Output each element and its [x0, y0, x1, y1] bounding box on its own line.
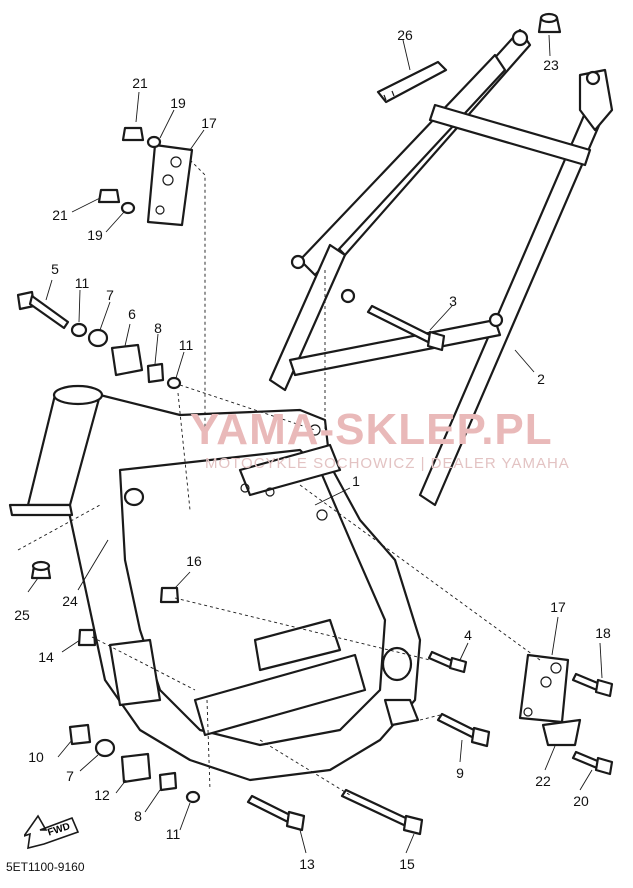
alignment-lines — [17, 159, 541, 796]
callout-11-mid: 11 — [179, 337, 194, 353]
nut-part-21-b — [97, 188, 121, 204]
nut-part-10 — [68, 723, 92, 746]
bolt-part-15 — [340, 788, 424, 836]
watermark: YAMA-SKLEP.PL — [190, 405, 553, 454]
plug-part-25 — [30, 560, 52, 580]
callout-8-top: 8 — [154, 320, 162, 336]
rear-frame-part-2 — [268, 28, 614, 507]
watermark-subtitle: MOTOCYKLE SOCHOWICZ | DEALER YAMAHA — [205, 455, 570, 472]
callout-6: 6 — [128, 306, 136, 322]
washer-part-11-b — [166, 376, 182, 390]
callout-7-bottom: 7 — [66, 768, 74, 784]
callout-4: 4 — [464, 627, 472, 643]
callout-9: 9 — [456, 765, 464, 781]
callout-26: 26 — [397, 27, 413, 43]
callout-11-top: 11 — [75, 275, 90, 291]
callout-8-bottom: 8 — [134, 808, 142, 824]
steering-head-tube — [8, 384, 104, 517]
clip-part-22 — [541, 718, 582, 747]
washer-part-11-c — [185, 790, 201, 804]
callout-22: 22 — [535, 773, 551, 789]
bolt-part-4 — [427, 650, 468, 674]
callout-2: 2 — [537, 371, 545, 387]
bracket-part-26 — [376, 60, 448, 104]
callout-5: 5 — [51, 261, 59, 277]
nut-part-16 — [159, 586, 180, 604]
callout-1: 1 — [352, 473, 360, 489]
callout-17-top: 17 — [201, 115, 217, 131]
fwd-arrow-icon: FWD — [21, 814, 80, 850]
engine-bracket-part-17-top — [146, 143, 194, 227]
collar-part-8-b — [158, 771, 178, 792]
diagram-code: 5ET1100-9160 — [6, 860, 85, 874]
callout-25: 25 — [14, 607, 30, 623]
callout-12: 12 — [94, 787, 110, 803]
bolt-part-5 — [16, 290, 70, 330]
callout-19-mid: 19 — [87, 227, 103, 243]
callout-17-right: 17 — [550, 599, 566, 615]
bolt-part-20 — [571, 750, 614, 776]
callout-3: 3 — [449, 293, 457, 309]
bolt-part-18 — [571, 672, 614, 698]
collar-part-8-a — [146, 362, 165, 384]
cap-part-24 — [123, 487, 145, 507]
main-frame-part-1 — [58, 393, 422, 782]
callout-21-mid: 21 — [52, 207, 68, 223]
engine-bracket-part-17-right — [518, 653, 570, 724]
callout-24: 24 — [62, 593, 78, 609]
fwd-arrow: FWD — [21, 812, 80, 857]
washer-part-19-b — [120, 201, 136, 215]
callouts: 21 19 17 21 19 5 11 7 6 8 11 26 23 3 2 1… — [14, 27, 611, 872]
spacer-part-6 — [110, 343, 144, 377]
callout-15: 15 — [399, 856, 415, 872]
cap-part-23 — [537, 12, 562, 34]
collar-part-7-b — [94, 738, 116, 758]
callout-21-top: 21 — [132, 75, 148, 91]
bolt-part-13 — [246, 794, 306, 832]
callout-14: 14 — [38, 649, 54, 665]
callout-23: 23 — [543, 57, 559, 73]
callout-16: 16 — [186, 553, 202, 569]
callout-19-top: 19 — [170, 95, 186, 111]
callout-13: 13 — [299, 856, 315, 872]
nut-part-21-a — [121, 126, 145, 142]
callout-11-bottom: 11 — [166, 826, 181, 842]
collar-part-7-a — [87, 328, 109, 348]
callout-10: 10 — [28, 749, 44, 765]
bolt-part-3 — [366, 304, 446, 352]
bolt-part-9 — [436, 712, 491, 748]
callout-18: 18 — [595, 625, 611, 641]
callout-20: 20 — [573, 793, 589, 809]
washer-part-11-a — [70, 322, 88, 338]
leader-lines — [27, 34, 603, 854]
spacer-part-12 — [120, 752, 152, 784]
washer-part-19-a — [146, 135, 162, 149]
callout-7-top: 7 — [106, 287, 114, 303]
